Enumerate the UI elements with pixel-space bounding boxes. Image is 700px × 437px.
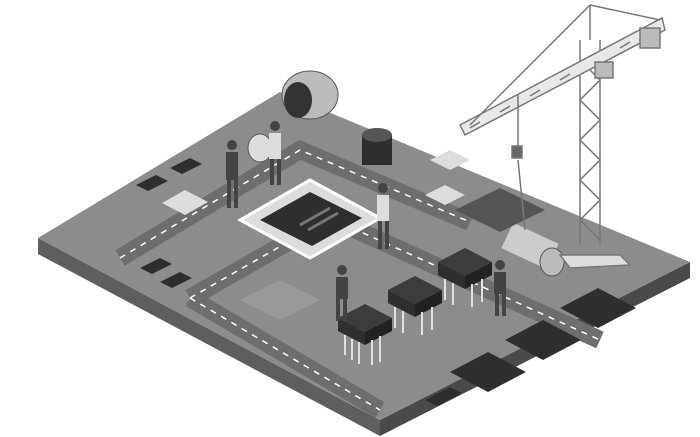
module xyxy=(162,190,208,215)
worker xyxy=(269,121,281,185)
ic-chip xyxy=(388,276,442,317)
module xyxy=(425,185,465,205)
crane xyxy=(459,4,666,269)
worker xyxy=(226,140,238,208)
workers xyxy=(226,121,506,321)
ic-chip xyxy=(338,304,392,345)
smd-chip xyxy=(505,320,581,360)
worker xyxy=(377,183,389,249)
small-chip xyxy=(425,387,462,406)
coil xyxy=(281,70,339,120)
worker xyxy=(336,265,348,321)
board-side-left xyxy=(38,238,380,436)
small-chip xyxy=(140,258,172,274)
cylinder-component xyxy=(501,222,565,277)
small-chip xyxy=(136,175,168,191)
chip-pins xyxy=(344,279,483,365)
small-chip xyxy=(170,158,202,174)
module xyxy=(430,150,470,170)
worker xyxy=(494,260,506,316)
ic-chips xyxy=(136,158,636,406)
small-chip xyxy=(160,272,192,288)
toroid xyxy=(247,133,273,163)
ic-chip xyxy=(438,248,492,289)
smd-chip xyxy=(450,352,526,392)
smd-chip xyxy=(560,288,636,328)
resistor-area xyxy=(240,280,320,320)
